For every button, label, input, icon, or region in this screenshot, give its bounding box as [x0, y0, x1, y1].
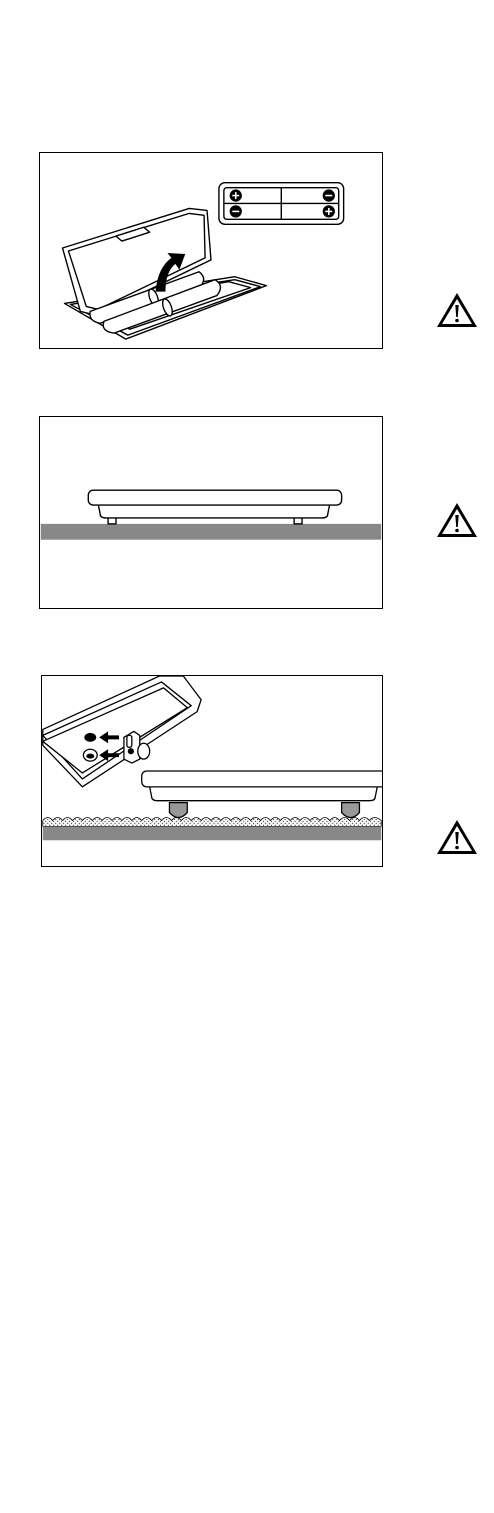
plus-terminal-icon: [230, 190, 241, 201]
battery-compartment-illustration: [39, 152, 383, 349]
warning-triangle-icon: [435, 818, 479, 856]
rubber-foot-icon: [342, 803, 360, 818]
hard-floor: [41, 524, 381, 540]
minus-terminal-icon: [323, 190, 334, 201]
warning-triangle-icon: [435, 291, 479, 329]
scale-underside: [43, 676, 201, 787]
rubber-foot-icon: [169, 803, 187, 818]
minus-terminal-icon: [230, 206, 241, 217]
plus-terminal-icon: [323, 206, 334, 217]
foot-socket-icon: [83, 749, 97, 761]
scale-carpet-drawing: [42, 676, 382, 866]
rubber-foot-icon: [84, 733, 96, 742]
battery-polarity-diagram: [219, 183, 344, 225]
battery-compartment-drawing: [40, 153, 382, 348]
scale-body: [88, 490, 341, 524]
scale-on-hard-floor-illustration: [39, 416, 383, 609]
scale-on-carpet-illustration: [41, 675, 383, 867]
scale-hard-floor-drawing: [40, 417, 382, 608]
scale-with-feet: [142, 771, 382, 818]
carpet-floor: [43, 818, 381, 841]
warning-triangle-icon: [435, 501, 479, 539]
